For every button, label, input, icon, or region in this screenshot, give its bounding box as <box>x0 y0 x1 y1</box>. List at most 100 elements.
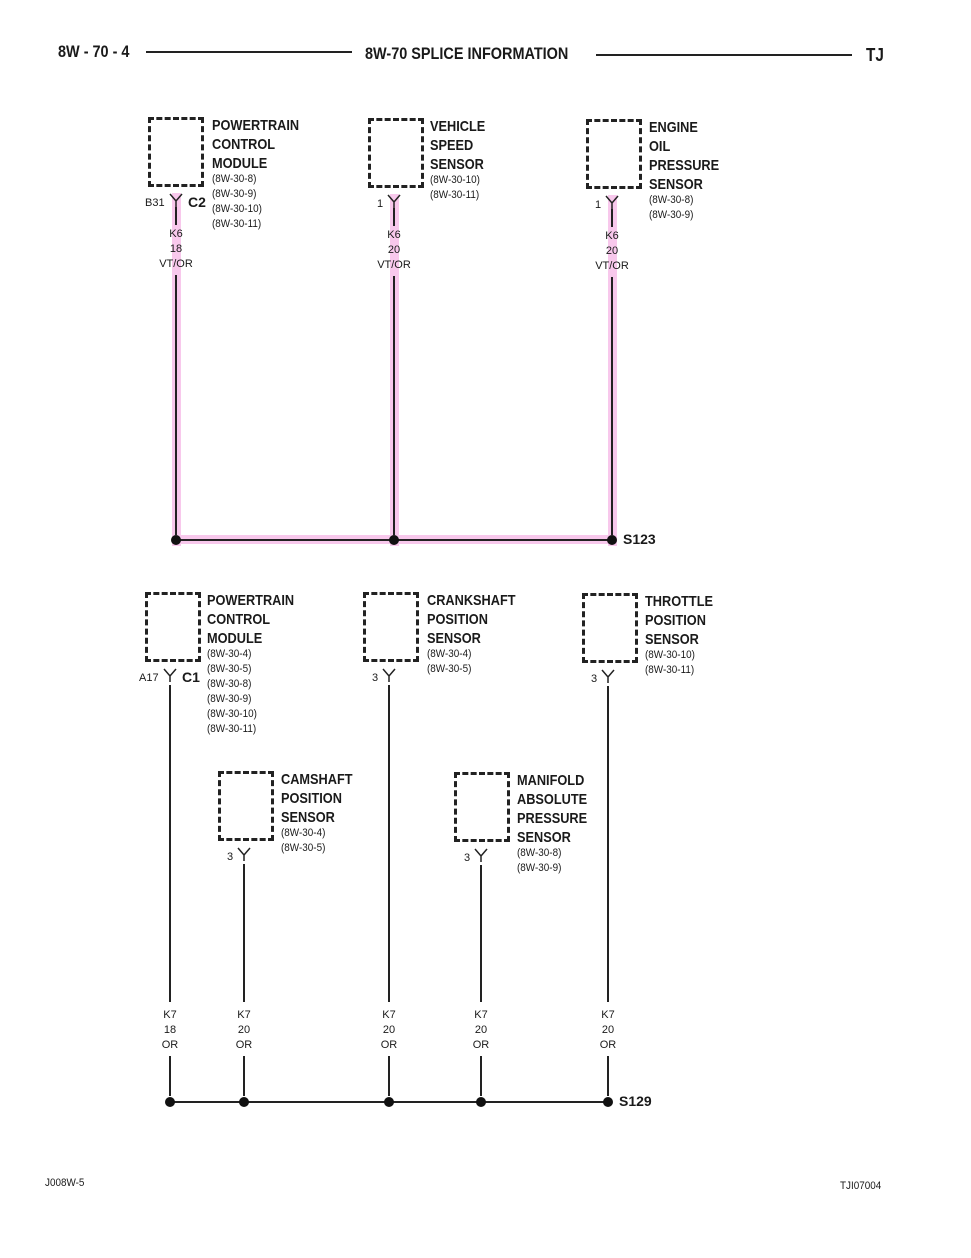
component-name-line: SENSOR <box>649 176 703 193</box>
wiring-reference[interactable]: (8W-30-10) <box>430 174 480 186</box>
wire-highlight <box>172 193 181 546</box>
wiring-reference[interactable]: (8W-30-9) <box>649 209 694 221</box>
component-name-line: POSITION <box>281 790 342 807</box>
component-name-line: POWERTRAIN <box>207 592 295 609</box>
wire-label: VT/OR <box>377 259 411 271</box>
wiring-reference[interactable]: (8W-30-11) <box>645 664 695 676</box>
wire-label: OR <box>472 1039 490 1051</box>
connector-pin-icon <box>163 668 177 682</box>
component-name-line: CONTROL <box>212 136 276 153</box>
wiring-reference[interactable]: (8W-30-8) <box>207 678 252 690</box>
wire[interactable] <box>388 685 390 1002</box>
pin-number: B31 <box>145 197 165 209</box>
wiring-reference[interactable]: (8W-30-10) <box>212 203 262 215</box>
wiring-reference[interactable]: (8W-30-5) <box>427 663 472 675</box>
wiring-reference[interactable]: (8W-30-11) <box>430 189 480 201</box>
splice-label: S129 <box>619 1093 652 1109</box>
component-name-line: SENSOR <box>645 631 699 648</box>
wiring-reference[interactable]: (8W-30-8) <box>212 173 257 185</box>
wire-label: K6 <box>387 229 401 241</box>
wire[interactable] <box>175 275 177 540</box>
header-rule-right <box>596 54 852 56</box>
wiring-reference[interactable]: (8W-30-11) <box>207 723 257 735</box>
component-outline <box>582 593 638 663</box>
component-name-line: VEHICLE <box>430 118 486 135</box>
component-name-line: POWERTRAIN <box>212 117 300 134</box>
connector-pin-icon <box>474 848 488 862</box>
wire[interactable] <box>607 686 609 1002</box>
wiring-reference[interactable]: (8W-30-5) <box>281 842 326 854</box>
wire-label: VT/OR <box>159 258 193 270</box>
wire-stub <box>169 1056 171 1096</box>
wire-label: OR <box>235 1039 253 1051</box>
wire-label: 20 <box>387 244 401 256</box>
wiring-reference[interactable]: (8W-30-5) <box>207 663 252 675</box>
wiring-reference[interactable]: (8W-30-4) <box>281 827 326 839</box>
component-name-line: MODULE <box>212 155 268 172</box>
splice-junction-dot <box>389 535 399 545</box>
wire-label: K6 <box>605 230 619 242</box>
wiring-reference[interactable]: (8W-30-4) <box>427 648 472 660</box>
wire-label: K6 <box>169 228 183 240</box>
wire-label: 20 <box>237 1024 251 1036</box>
component-outline <box>148 117 204 187</box>
wiring-reference[interactable]: (8W-30-9) <box>517 862 562 874</box>
wire-label: 20 <box>474 1024 488 1036</box>
splice-label: S123 <box>623 531 656 547</box>
connector-pin-icon <box>169 193 183 207</box>
component-outline <box>363 592 419 662</box>
connector-pin-icon <box>382 668 396 682</box>
pin-number: 3 <box>464 852 471 864</box>
pin-number: 3 <box>591 673 598 685</box>
connector-pin-icon <box>605 195 619 209</box>
wiring-reference[interactable]: (8W-30-9) <box>207 693 252 705</box>
component-name-line: MODULE <box>207 630 263 647</box>
component-name-line: CAMSHAFT <box>281 771 353 788</box>
component-name-line: SENSOR <box>517 829 571 846</box>
wire-label: VT/OR <box>595 260 629 272</box>
component-outline <box>368 118 424 188</box>
pin-number: 1 <box>595 199 602 211</box>
wiring-reference[interactable]: (8W-30-11) <box>212 218 262 230</box>
header-rule-left <box>146 51 352 53</box>
splice-junction-dot <box>476 1097 486 1107</box>
component-name-line: THROTTLE <box>645 593 713 610</box>
wiring-reference[interactable]: (8W-30-4) <box>207 648 252 660</box>
wiring-reference[interactable]: (8W-30-8) <box>649 194 694 206</box>
component-outline <box>586 119 642 189</box>
component-name-line: POSITION <box>645 612 706 629</box>
wire-stub <box>480 1056 482 1096</box>
connector-pin-icon <box>601 669 615 683</box>
pin-number: 3 <box>227 851 234 863</box>
component-name-line: SENSOR <box>430 156 484 173</box>
wire-label: 20 <box>382 1024 396 1036</box>
wiring-reference[interactable]: (8W-30-9) <box>212 188 257 200</box>
component-name-line: CRANKSHAFT <box>427 592 516 609</box>
wire[interactable] <box>169 685 171 1002</box>
component-name-line: POSITION <box>427 611 488 628</box>
wire[interactable] <box>393 276 395 540</box>
wire-label: 20 <box>601 1024 615 1036</box>
wire-label: 18 <box>163 1024 177 1036</box>
component-outline <box>145 592 201 662</box>
wiring-reference[interactable]: (8W-30-8) <box>517 847 562 859</box>
page-number: 8W - 70 - 4 <box>58 42 130 61</box>
pin-number: 1 <box>377 198 384 210</box>
component-outline <box>454 772 510 842</box>
pin-number: A17 <box>139 672 159 684</box>
wire[interactable] <box>480 865 482 1002</box>
connector-id: C1 <box>182 669 200 685</box>
wiring-reference[interactable]: (8W-30-10) <box>207 708 257 720</box>
splice-junction-dot <box>607 535 617 545</box>
component-outline <box>218 771 274 841</box>
wire-label: K7 <box>474 1009 488 1021</box>
component-name-line: SENSOR <box>281 809 335 826</box>
wire[interactable] <box>243 864 245 1002</box>
wire[interactable] <box>611 277 613 540</box>
splice-junction-dot <box>603 1097 613 1107</box>
wire-label: OR <box>380 1039 398 1051</box>
splice-junction-dot <box>384 1097 394 1107</box>
wiring-reference[interactable]: (8W-30-10) <box>645 649 695 661</box>
component-name-line: SPEED <box>430 137 474 154</box>
wire-highlight <box>608 195 617 546</box>
